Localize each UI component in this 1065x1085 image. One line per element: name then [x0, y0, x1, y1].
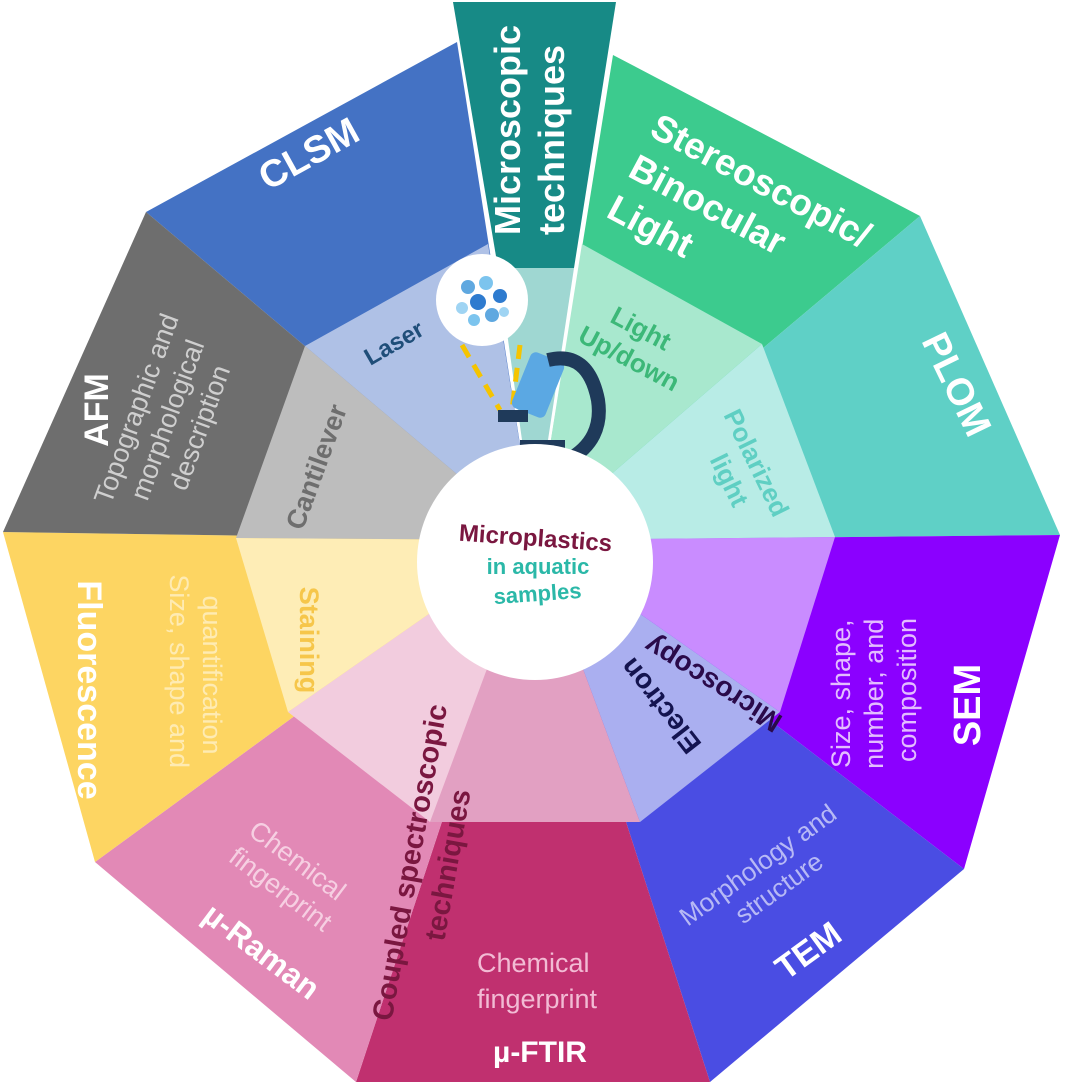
- afm-label: AFM: [78, 373, 116, 447]
- sem-label: SEM: [947, 664, 989, 746]
- inner-ring-coupled-right: [430, 540, 640, 822]
- fluorescence-label: Fluorescence: [70, 580, 108, 799]
- fluorescence-description: Size, shape and quantification: [164, 574, 227, 775]
- ftir-label: µ-FTIR: [493, 1036, 587, 1069]
- center-circle: [417, 444, 653, 680]
- staining-label: Staining: [294, 587, 324, 694]
- center-title-line3: samples: [493, 578, 583, 609]
- sector-microscopic-techniques: [453, 2, 616, 268]
- microplastics-sample-icon: [436, 254, 528, 412]
- ftir-description: Chemical fingerprint: [477, 948, 598, 1014]
- microscopic-techniques-label: Microscopic techniques: [487, 15, 572, 235]
- center-title-line2: in aquatic: [487, 554, 590, 579]
- sem-description: Size, shape, number, and composition: [826, 611, 922, 769]
